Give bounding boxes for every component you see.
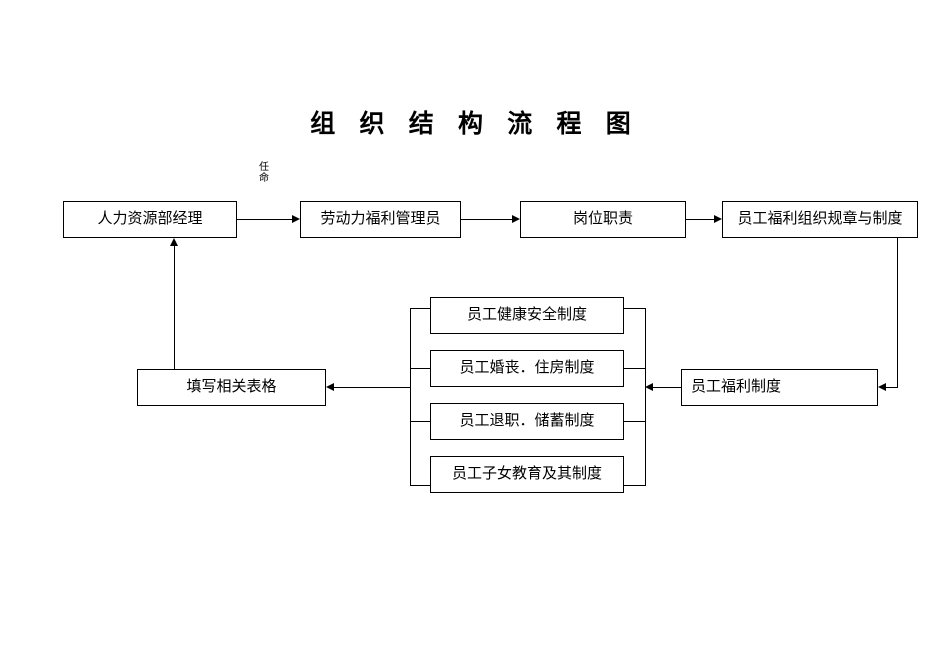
node-welfare-rules[interactable]: 员工福利组织规章与制度 (722, 201, 918, 238)
node-policy-retirement-savings[interactable]: 员工退职．储蓄制度 (430, 403, 624, 440)
connector-rules-down (897, 238, 898, 387)
node-hr-manager[interactable]: 人力资源部经理 (63, 201, 237, 238)
node-fill-forms[interactable]: 填写相关表格 (137, 369, 326, 406)
connector-forms-to-hr (174, 246, 175, 369)
right-bracket-stub-4 (624, 485, 646, 486)
arrowhead-rules-to-system-icon (878, 382, 886, 391)
connector-rules-to-system (886, 387, 898, 388)
connector-system-to-bracket (653, 387, 681, 388)
node-welfare-admin[interactable]: 劳动力福利管理员 (300, 201, 461, 238)
arrowhead-duty-to-rules-icon (714, 214, 722, 223)
arrowhead-bracket-to-forms-icon (326, 382, 334, 391)
connector-duty-to-rules (686, 219, 714, 220)
connector-admin-to-duty (461, 219, 512, 220)
arrowhead-hr-to-admin-icon (292, 214, 300, 223)
left-bracket-stub-2 (410, 368, 431, 369)
right-bracket-spine (645, 308, 646, 485)
node-policy-marriage-housing[interactable]: 员工婚丧．住房制度 (430, 350, 624, 387)
node-job-duty[interactable]: 岗位职责 (520, 201, 686, 238)
right-bracket-stub-3 (624, 421, 646, 422)
connector-bracket-to-forms (334, 387, 411, 388)
right-bracket-stub-2 (624, 368, 646, 369)
arrowhead-system-to-bracket-icon (645, 382, 653, 391)
left-bracket-stub-1 (410, 308, 431, 309)
left-bracket-stub-3 (410, 421, 431, 422)
node-policy-children-education[interactable]: 员工子女教育及其制度 (430, 456, 624, 493)
connector-hr-to-admin (237, 219, 292, 220)
left-bracket-spine (410, 308, 411, 485)
arrowhead-admin-to-duty-icon (512, 214, 520, 223)
node-welfare-system[interactable]: 员工福利制度 (681, 369, 878, 406)
page-title: 组 织 结 构 流 程 图 (310, 111, 640, 138)
node-policy-health-safety[interactable]: 员工健康安全制度 (430, 297, 624, 334)
right-bracket-stub-1 (624, 308, 646, 309)
left-bracket-stub-4 (410, 485, 431, 486)
arrowhead-forms-to-hr-icon (169, 238, 178, 246)
appointment-label: 任命 (259, 162, 269, 184)
